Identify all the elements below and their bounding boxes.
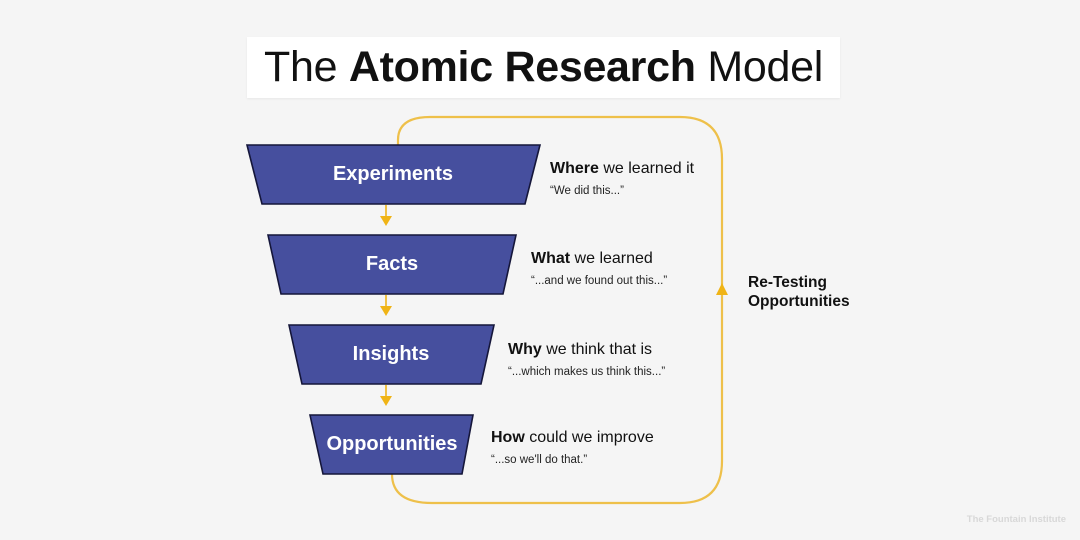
stage-shape-facts [267, 234, 517, 295]
stage-description-opportunities: How could we improve “...so we'll do tha… [491, 428, 654, 468]
retest-loop-line [390, 115, 724, 505]
description-text: we learned it [598, 160, 695, 177]
stage-description-insights: Why we think that is “...which makes us … [508, 340, 665, 380]
title-bold: Atomic Research [348, 43, 696, 91]
down-arrow-icon [380, 205, 392, 226]
description-text: could we improve [524, 429, 654, 446]
title-suffix: Model [707, 43, 823, 91]
retest-label: Re-Testing Opportunities [748, 274, 850, 311]
description-text: we learned [570, 250, 653, 267]
stage-label-opportunities: Opportunities [326, 433, 458, 455]
description-quote: “...which makes us think this...” [508, 366, 666, 378]
description-quote: “We did this...” [550, 185, 624, 197]
retest-label-line2: Opportunities [748, 292, 850, 310]
title-prefix: The [264, 43, 338, 91]
watermark: The Fountain Institute [966, 514, 1066, 525]
stage-description-facts: What we learned “...and we found out thi… [531, 249, 667, 289]
description-keyword: How [491, 429, 525, 446]
title-banner: The Atomic Research Model [247, 37, 840, 98]
description-quote: “...and we found out this...” [531, 275, 668, 287]
description-keyword: What [531, 250, 571, 267]
down-arrow-icon [380, 295, 392, 316]
description-text: we think that is [541, 341, 653, 358]
retest-label-line1: Re-Testing [748, 274, 827, 291]
stage-label-facts: Facts [365, 253, 419, 275]
description-keyword: Why [508, 341, 542, 358]
stage-description-experiments: Where we learned it “We did this...” [550, 159, 694, 199]
description-keyword: Where [550, 160, 599, 177]
stage-label-experiments: Experiments [332, 163, 454, 185]
stage-label-insights: Insights [352, 343, 430, 365]
down-arrow-icon [380, 385, 392, 406]
stage-shape-opportunities [309, 414, 474, 475]
loop-up-arrow-icon [716, 283, 728, 295]
stage-shape-experiments [245, 144, 542, 205]
description-quote: “...so we'll do that.” [491, 454, 588, 466]
stage-shape-insights [288, 324, 495, 385]
